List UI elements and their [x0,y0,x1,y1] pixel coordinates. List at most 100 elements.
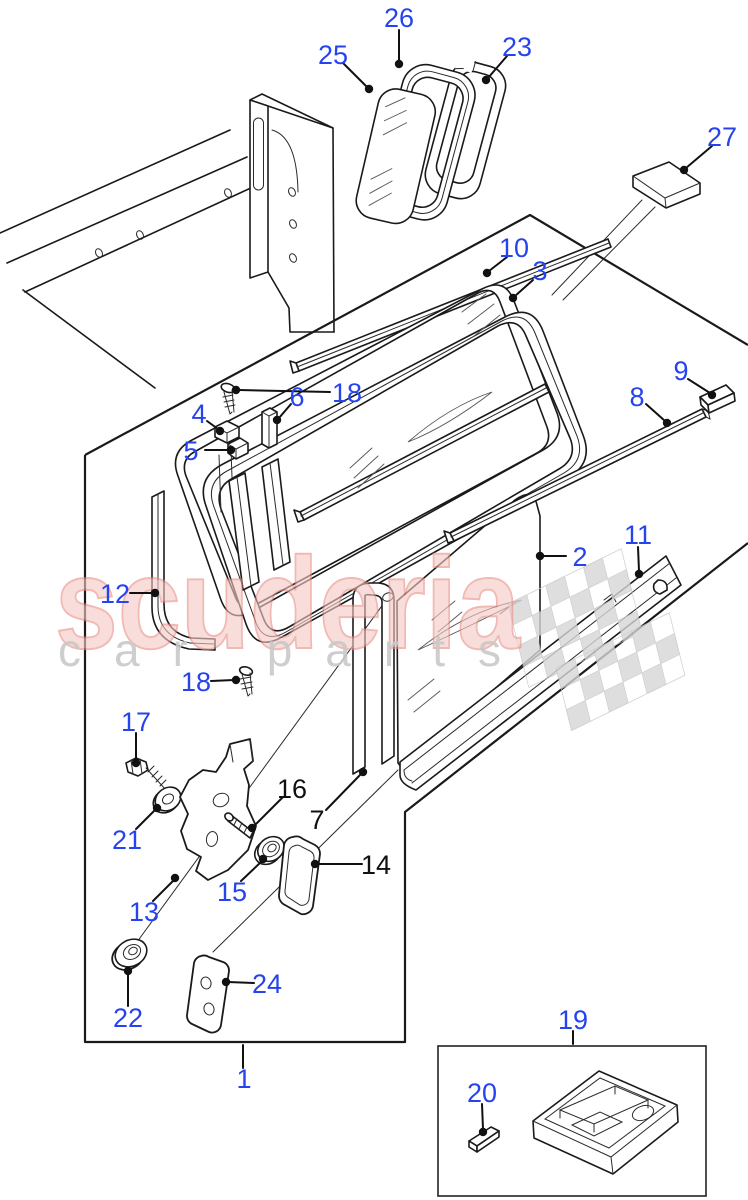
callout-dot [215,426,225,436]
callout-27[interactable]: 27 [679,122,737,175]
callout-leader-line [685,145,713,169]
callout-12[interactable]: 12 [100,579,160,609]
callout-leader-line [637,546,640,572]
glass-run-bars [218,293,550,591]
latch-body-part13 [179,738,257,881]
callout-22[interactable]: 22 [113,966,143,1033]
callout-leader-line [227,981,255,984]
callout-number-11[interactable]: 11 [624,520,652,550]
callout-leader-line [253,796,284,827]
gasket-part14 [278,835,321,916]
callout-number-23[interactable]: 23 [502,32,532,62]
callout-dot [662,418,672,428]
callout-1[interactable]: 1 [236,1044,252,1094]
callout-21[interactable]: 21 [112,803,162,855]
screw-part18-top [220,382,236,415]
callout-dot [231,675,241,685]
callout-24[interactable]: 24 [221,969,282,999]
callout-20[interactable]: 20 [467,1078,497,1137]
callout-dot [152,803,162,813]
top-channel-part23 [424,51,507,200]
callout-26[interactable]: 26 [384,3,414,69]
checkered-flag [507,548,686,732]
callout-9[interactable]: 9 [673,356,717,400]
callout-number-3[interactable]: 3 [532,256,547,286]
callout-number-6[interactable]: 6 [289,382,304,412]
callout-23[interactable]: 23 [481,32,532,85]
callout-2[interactable]: 2 [535,542,588,572]
clip-part4 [214,420,240,444]
callout-number-8[interactable]: 8 [629,382,644,412]
strip-part8 [443,408,711,544]
callout-dot [226,445,236,455]
callout-number-26[interactable]: 26 [384,3,414,33]
strip-part9 [699,384,736,414]
callout-dot [707,390,717,400]
callout-leader-line [687,378,711,394]
callout-15[interactable]: 15 [217,854,268,907]
callout-6[interactable]: 6 [272,382,305,425]
callout-4[interactable]: 4 [191,399,225,436]
callout-11[interactable]: 11 [624,520,652,579]
plate-part24 [186,954,230,1034]
callout-dot [258,854,268,864]
callout-number-14[interactable]: 14 [361,850,391,880]
callout-number-13[interactable]: 13 [129,897,159,927]
callout-18[interactable]: 18 [231,378,362,408]
callout-18[interactable]: 18 [181,667,241,697]
watermark-line2: car parts [58,624,503,676]
pin-part16 [224,812,254,839]
watermark-line1: scuderia [55,530,521,676]
kit-box-part19 [437,1045,707,1197]
callout-17[interactable]: 17 [121,707,151,768]
callout-number-15[interactable]: 15 [217,877,247,907]
callout-number-9[interactable]: 9 [673,356,688,386]
callout-14[interactable]: 14 [310,850,391,880]
callout-number-2[interactable]: 2 [572,542,587,572]
callout-number-18[interactable]: 18 [181,667,211,697]
callout-number-24[interactable]: 24 [252,969,282,999]
callout-number-17[interactable]: 17 [121,707,151,737]
callout-19[interactable]: 19 [558,1005,588,1045]
callout-dot [508,293,518,303]
callout-number-1[interactable]: 1 [236,1064,251,1094]
callout-number-27[interactable]: 27 [707,122,737,152]
callout-25[interactable]: 25 [318,40,374,94]
callout-number-21[interactable]: 21 [112,825,142,855]
outer-seal-part3 [202,311,587,644]
callout-leader-line [210,679,235,682]
callout-dot [221,977,231,987]
callout-16[interactable]: 16 [247,774,307,833]
callout-number-18[interactable]: 18 [332,378,362,408]
centre-channel-part7 [352,582,395,775]
callout-leader-line [487,55,508,79]
callout-number-5[interactable]: 5 [183,436,198,466]
callout-7[interactable]: 7 [309,767,368,835]
callout-8[interactable]: 8 [629,382,672,428]
callout-leader-line [481,1103,484,1130]
callout-number-7[interactable]: 7 [309,805,324,835]
callout-5[interactable]: 5 [183,436,236,466]
callout-number-16[interactable]: 16 [277,774,307,804]
molded-tray [532,1070,679,1175]
callout-dot [310,859,320,869]
callout-number-25[interactable]: 25 [318,40,348,70]
callout-leader-line [645,403,666,422]
block-part5 [227,437,249,460]
callout-number-20[interactable]: 20 [467,1078,497,1108]
callout-leader-line [278,403,292,419]
callout-leader-line [240,861,262,882]
callout-number-4[interactable]: 4 [191,399,206,429]
callout-10[interactable]: 10 [482,233,529,278]
callout-number-10[interactable]: 10 [499,233,529,263]
callout-number-12[interactable]: 12 [100,579,130,609]
callout-leader-line [206,420,219,430]
callout-number-22[interactable]: 22 [113,1003,143,1033]
callout-leader-line [238,389,331,393]
callout-leader-line [488,256,508,272]
callout-3[interactable]: 3 [508,256,548,303]
callout-13[interactable]: 13 [129,873,180,927]
callout-number-19[interactable]: 19 [558,1005,588,1035]
